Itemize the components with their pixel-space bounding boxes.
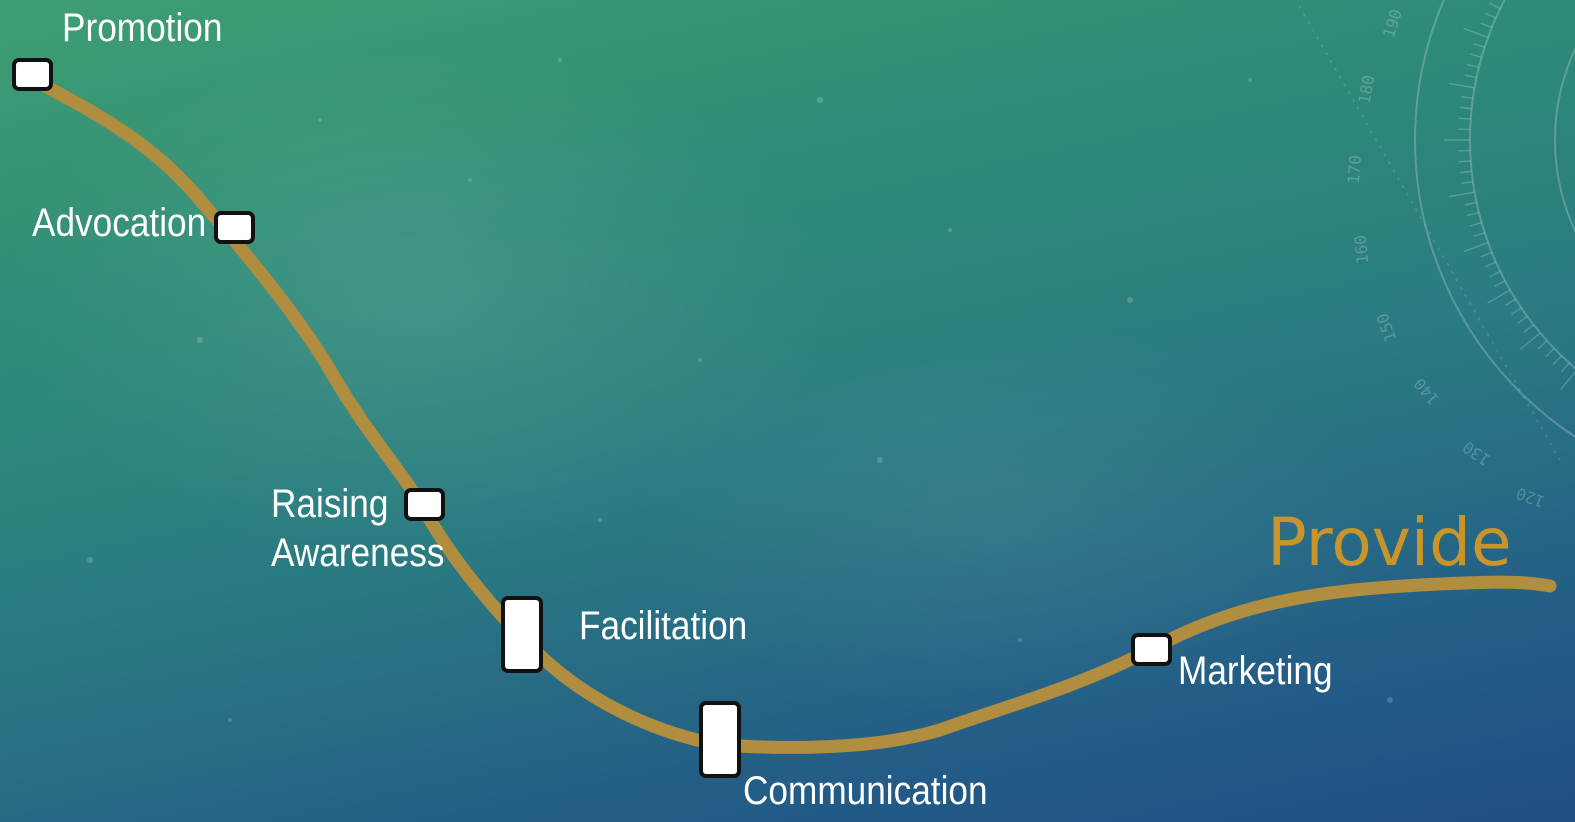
dial-tick — [1523, 324, 1535, 333]
dial-tick — [1467, 63, 1480, 69]
stage-marker-advocation — [214, 211, 255, 244]
dial-tick — [1463, 241, 1489, 253]
stage-label-advocation: Advocation — [32, 201, 207, 245]
dial-tick — [1510, 307, 1522, 316]
stage-marker-marketing — [1131, 633, 1172, 666]
dial-tick — [1559, 371, 1575, 391]
dial-tick — [1464, 201, 1477, 206]
stage-marker-facilitation — [501, 596, 543, 673]
dial-tick — [1494, 280, 1506, 288]
dial-tick — [1460, 181, 1474, 185]
dial-tick — [1552, 355, 1563, 365]
dial-tick — [1489, 270, 1501, 278]
stage-label-line: Raising — [271, 482, 389, 526]
dial-tick — [1489, 2, 1501, 10]
stage-marker-raising-awareness — [404, 488, 445, 521]
dial-tick — [1460, 95, 1474, 99]
dial-tick — [1467, 211, 1480, 217]
stage-label-line: Awareness — [271, 530, 445, 575]
dial-tick — [1469, 221, 1482, 227]
dial-tick — [1473, 231, 1485, 238]
dial-tick — [1484, 261, 1497, 268]
stage-marker-promotion — [12, 58, 53, 91]
journey-path — [23, 71, 1557, 754]
stage-label-promotion: Promotion — [62, 6, 223, 50]
dial-tick — [1464, 74, 1477, 79]
dial-tick — [1459, 170, 1472, 174]
dial-number: 170 — [1343, 154, 1365, 185]
stage-label-raising-awareness: Raising Awareness — [271, 480, 444, 578]
stage-label-facilitation: Facilitation — [579, 604, 748, 648]
dial-tick — [1458, 117, 1471, 120]
dial-number: 160 — [1350, 234, 1373, 265]
dial-tick — [1519, 332, 1541, 351]
dial-tick — [1469, 53, 1482, 59]
dial-tick — [1480, 22, 1493, 29]
dial-tick — [1517, 315, 1528, 324]
dial-tick — [1537, 340, 1548, 350]
dial-tick — [1459, 106, 1472, 110]
diagram-title: Provide — [1267, 504, 1512, 581]
stage-label-communication: Communication — [743, 769, 988, 813]
dial-tick — [1463, 27, 1489, 39]
dial-tick — [1448, 82, 1475, 89]
stage-marker-communication — [699, 701, 741, 778]
dial-tick — [1560, 362, 1570, 373]
dial-tick — [1448, 191, 1475, 198]
stage-label-marketing: Marketing — [1178, 649, 1333, 693]
dial-tick — [1458, 160, 1471, 163]
dial-tick — [1473, 42, 1485, 49]
dial-tick — [1505, 298, 1516, 306]
dial-tick — [1487, 289, 1511, 304]
dial-tick — [1484, 12, 1497, 19]
dial-tick — [1480, 251, 1493, 258]
dial-tick — [1545, 347, 1555, 358]
